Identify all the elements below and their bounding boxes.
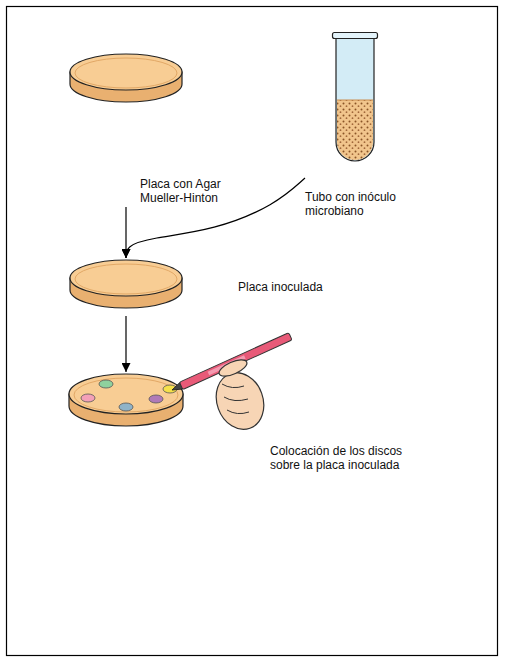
dish-node: Placa inoculada xyxy=(68,258,325,316)
hand-with-pen xyxy=(170,333,292,436)
flow-arrow xyxy=(125,316,126,372)
fist xyxy=(208,366,271,436)
petri-dish xyxy=(69,374,183,426)
agar-rim xyxy=(75,58,177,88)
petri-dish xyxy=(70,54,182,102)
inoculum xyxy=(337,100,373,160)
dish-node: Placa con Agar Mueller-Hinton xyxy=(68,52,234,207)
petri-dish xyxy=(70,260,182,308)
antibiotic-disc xyxy=(99,380,113,388)
liquid-surface xyxy=(337,100,373,101)
step-label: Placa inoculada xyxy=(238,280,323,294)
thumb xyxy=(217,356,249,379)
agar-rim xyxy=(75,264,177,294)
step-label: Tubo con inóculo microbiano xyxy=(305,190,409,218)
antibiotic-disc xyxy=(119,403,133,411)
tube-glass xyxy=(336,38,374,161)
flow-arrow xyxy=(126,178,305,258)
tube-rim xyxy=(333,33,378,39)
step-label: Placa con Agar Mueller-Hinton xyxy=(140,177,232,205)
dish-node: Tubo con inóculo microbiano xyxy=(305,30,411,220)
agar-rim xyxy=(74,378,178,412)
finger-line xyxy=(222,384,244,388)
flow-arrow xyxy=(125,207,126,258)
test-tube xyxy=(333,33,378,162)
antibiotic-disc xyxy=(149,395,163,403)
finger-line xyxy=(227,410,249,414)
frame xyxy=(7,7,498,656)
dish-top xyxy=(69,374,183,414)
dish-top xyxy=(70,260,182,296)
antibiotic-disc xyxy=(81,394,95,402)
step-label: Colocación de los discos sobre la placa … xyxy=(270,444,420,472)
dish-top xyxy=(70,54,182,90)
dish-node: Colocación de los discos sobre la placa … xyxy=(68,372,422,474)
finger-line xyxy=(224,397,248,401)
pen-body xyxy=(179,333,292,390)
pen xyxy=(170,333,292,394)
